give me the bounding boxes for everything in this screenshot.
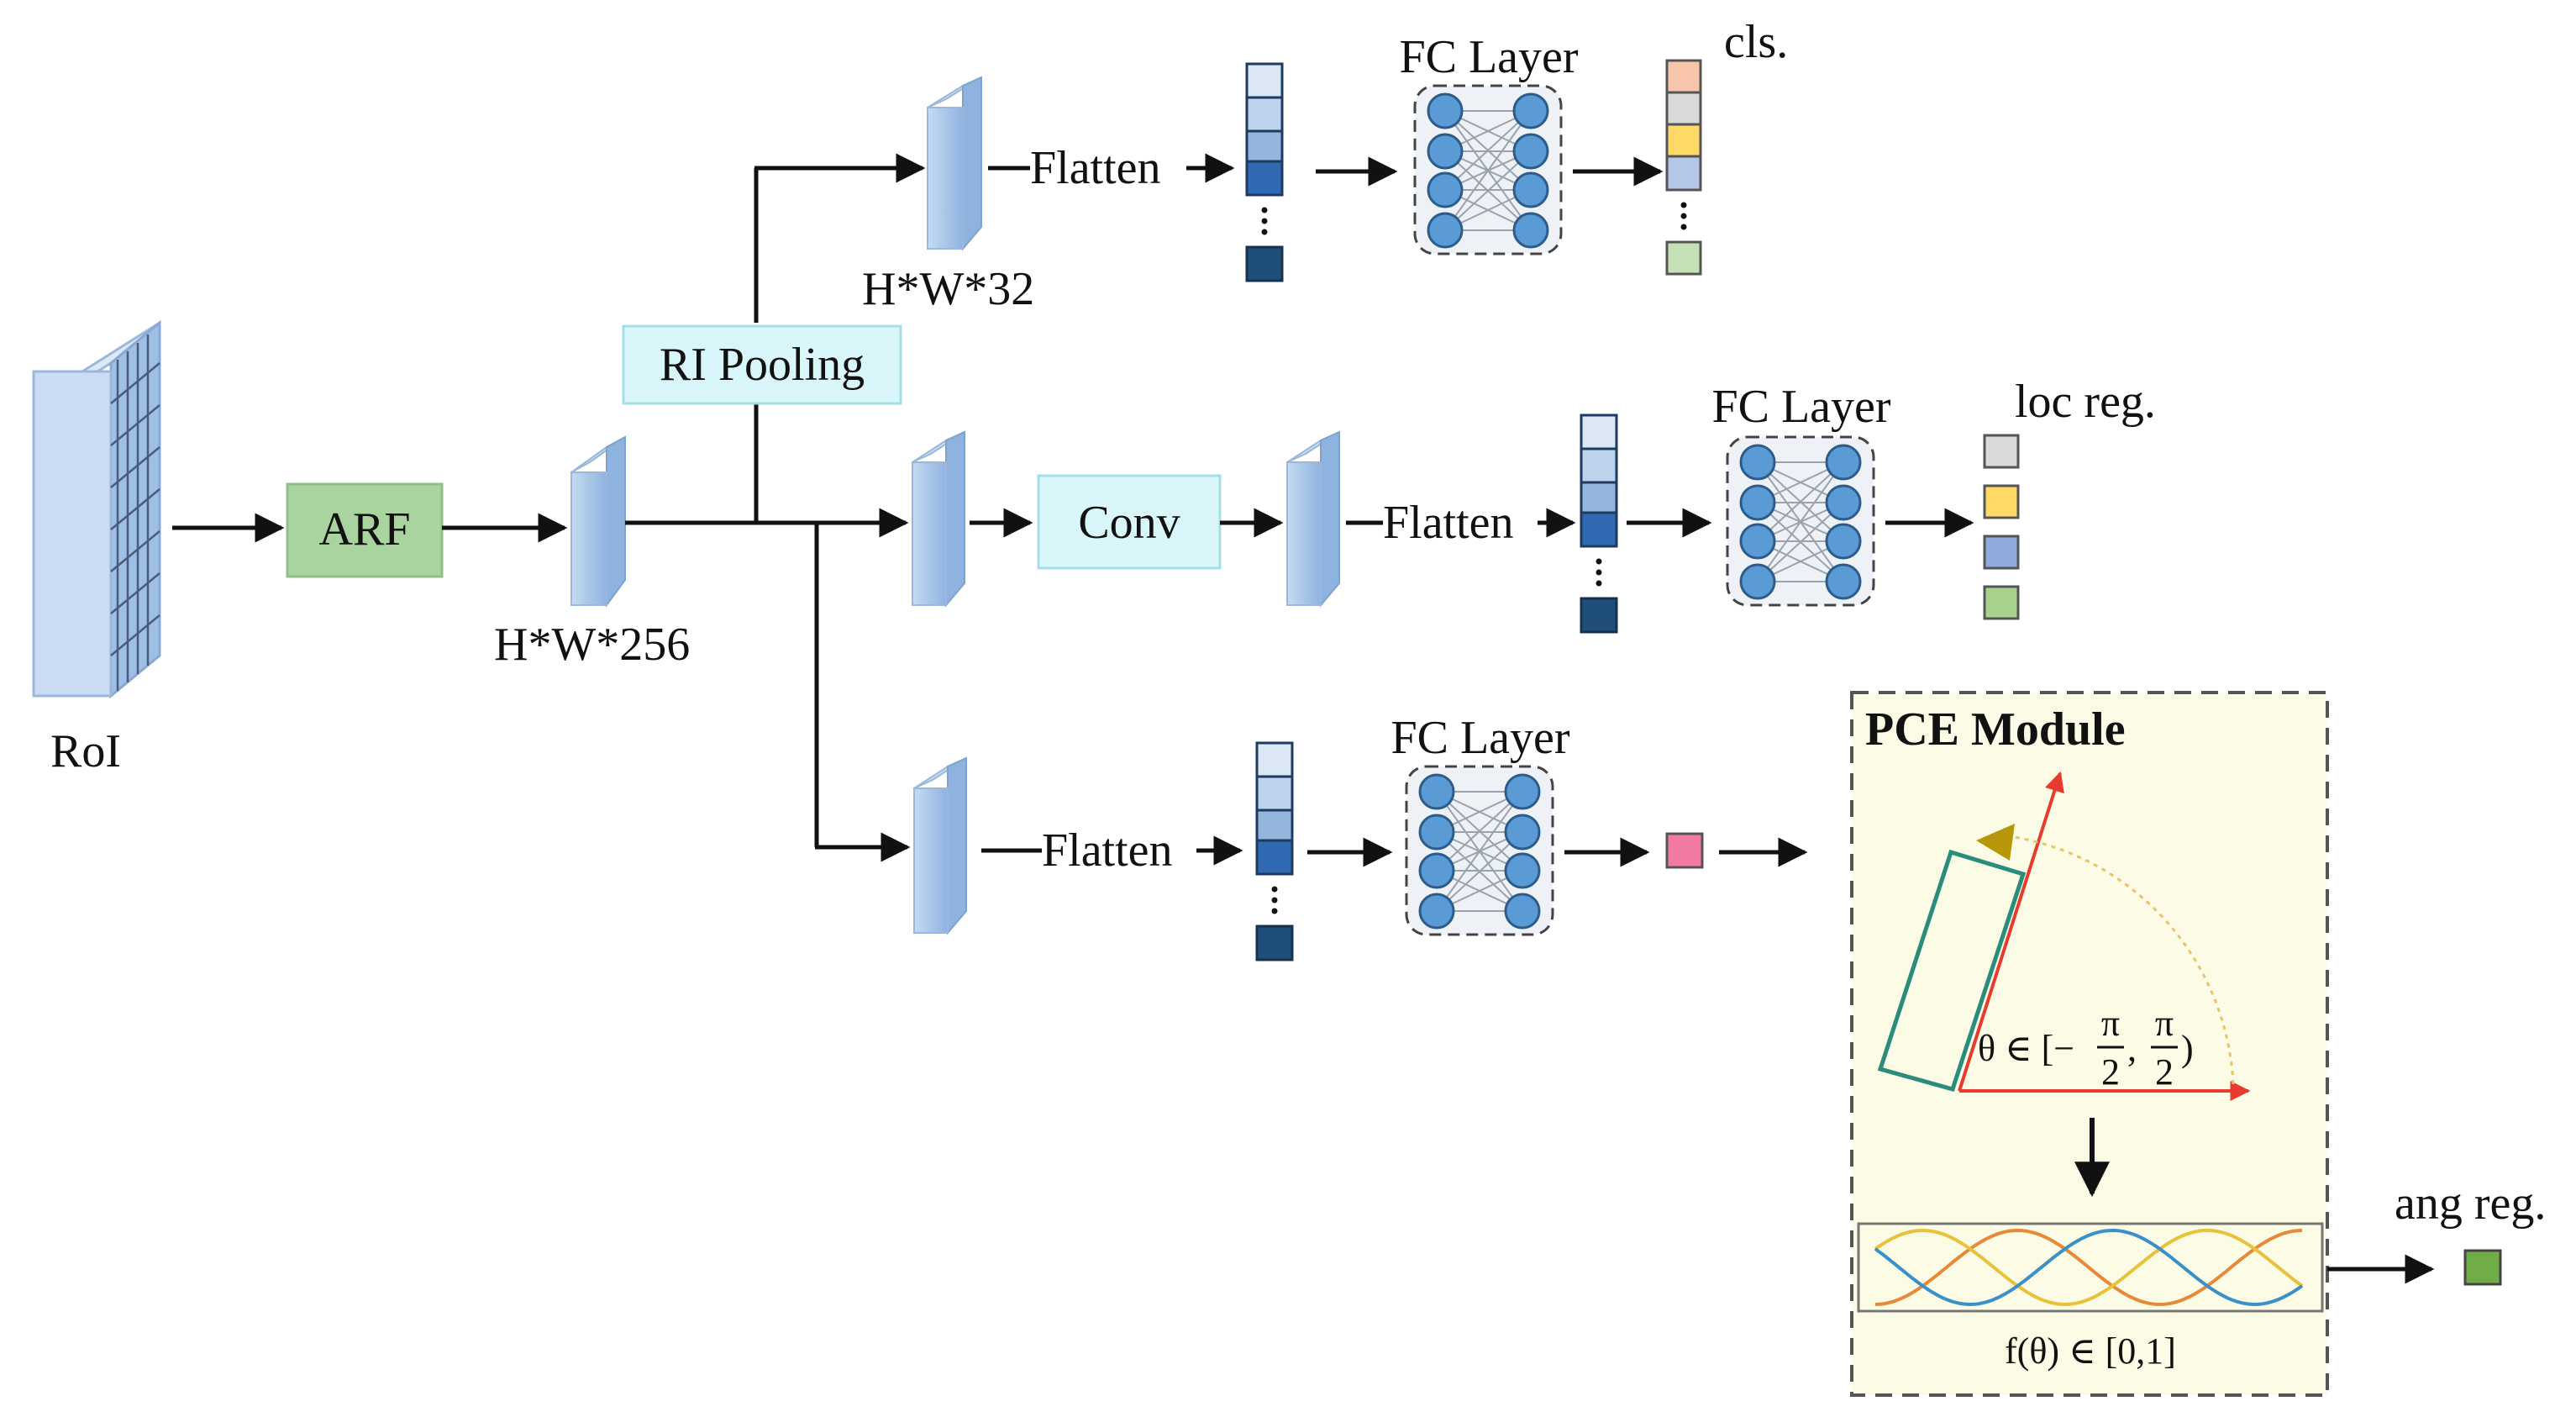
fc-neuron (1512, 133, 1549, 170)
fc-neuron (1825, 523, 1862, 560)
fc-neuron (1427, 92, 1464, 129)
loc-fc-layer (1726, 435, 1875, 607)
loc-conv-feature-slab (1286, 430, 1340, 608)
fc-neuron (1739, 523, 1776, 560)
fc-neuron (1504, 814, 1541, 851)
fc-neuron (1825, 484, 1862, 521)
ang-fc-label: FC Layer (1391, 712, 1569, 764)
cls-vector (1245, 62, 1284, 282)
fc-neuron (1512, 92, 1549, 129)
ang-fc-layer (1405, 765, 1554, 936)
fc-neuron (1504, 852, 1541, 889)
fc-neuron (1504, 773, 1541, 810)
conv-box (1037, 474, 1222, 570)
fc-neuron (1418, 893, 1455, 930)
fc-neuron (1504, 893, 1541, 930)
conv-label: Conv (1078, 497, 1180, 549)
svg-text:2: 2 (2101, 1051, 2120, 1093)
ang-output-box (2463, 1249, 2502, 1286)
pce-title: PCE Module (1865, 703, 2126, 756)
fc-neuron (1739, 444, 1776, 481)
roi-block (32, 319, 161, 699)
fc-neuron (1512, 171, 1549, 208)
cls-output-label: cls. (1724, 16, 1788, 68)
svg-text:2: 2 (2155, 1051, 2174, 1093)
pce-rotated-rect (1877, 849, 2027, 1093)
svg-text:,: , (2127, 1028, 2137, 1069)
loc-flatten-label: Flatten (1383, 497, 1514, 549)
pce-wave-yellow (1874, 1228, 2304, 1307)
roi-label: RoI (50, 725, 121, 777)
ang-flatten-label: Flatten (1042, 824, 1173, 877)
fc-neuron (1825, 563, 1862, 600)
ang-output-label: ang reg. (2395, 1177, 2546, 1230)
ri-pooling-box (622, 324, 902, 405)
pce-wave-orange (1874, 1228, 2303, 1307)
fc-neuron (1427, 133, 1464, 170)
svg-text:π: π (2155, 1003, 2174, 1044)
pce-function-label: f(θ) ∈ [0,1] (2005, 1330, 2176, 1372)
ang-vector (1255, 741, 1294, 961)
cls-fc-label: FC Layer (1399, 31, 1578, 83)
fc-neuron (1418, 814, 1455, 851)
cls-flatten-label: Flatten (1030, 142, 1161, 194)
loc-output-boxes (1983, 434, 2020, 620)
cls-fc-layer (1413, 84, 1563, 255)
pce-angle-arrowhead (1976, 824, 2015, 861)
pce-rotated-axis (1958, 771, 2064, 1092)
fc-neuron (1427, 171, 1464, 208)
loc-output-label: loc reg. (2015, 376, 2156, 428)
cls-feature-dims: H*W*32 (862, 263, 1034, 315)
pce-angle-arc (2002, 834, 2235, 1085)
ang-fc-output-box (1665, 832, 1704, 869)
loc-fc-label: FC Layer (1711, 381, 1890, 433)
fc-neuron (1739, 484, 1776, 521)
svg-text:): ) (2181, 1028, 2194, 1069)
pce-theta-formula: θ ∈ [− π 2 , π 2 ) (1978, 1003, 2194, 1093)
ang-feature-slab (913, 756, 967, 935)
arf-label: ARF (319, 503, 411, 556)
loc-vector (1580, 414, 1618, 634)
svg-text:θ ∈ [−: θ ∈ [− (1978, 1028, 2074, 1069)
cls-output-vector (1665, 59, 1702, 276)
fc-neuron (1512, 212, 1549, 249)
shared-feature-dims: H*W*256 (494, 619, 690, 671)
fc-neuron (1418, 852, 1455, 889)
fc-neuron (1418, 773, 1455, 810)
svg-text:π: π (2101, 1003, 2120, 1044)
fc-neuron (1739, 563, 1776, 600)
fc-neuron (1427, 212, 1464, 249)
ri-pooling-label: RI Pooling (660, 339, 865, 391)
pce-wave-blue (1874, 1228, 2304, 1307)
shared-feature-slab (570, 435, 626, 608)
loc-feature-slab (912, 430, 965, 608)
cls-feature-slab (927, 76, 982, 251)
fc-neuron (1825, 444, 1862, 481)
arf-box (286, 482, 444, 578)
